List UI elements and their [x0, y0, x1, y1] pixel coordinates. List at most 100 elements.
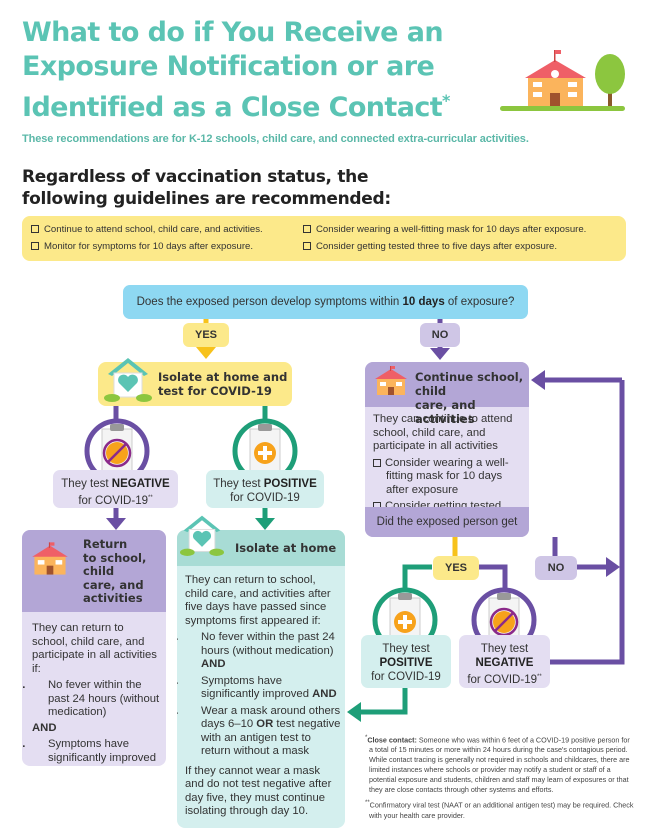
item-bold: OR: [256, 718, 274, 730]
footnote-mark: **: [537, 674, 542, 680]
question-bold: 10 days: [402, 296, 445, 308]
item-text: No fever within the past 24 hours (witho…: [201, 631, 335, 657]
continue-school-card: Continue school, child care, and activit…: [365, 362, 529, 537]
result-bold: POSITIVE: [263, 478, 317, 490]
continue-title-line-1: Continue school, child: [415, 370, 524, 398]
confirmatory-test-footnote: **Confirmatory viral test (NAAT or an ad…: [365, 798, 635, 820]
return-title-line: to school,: [83, 550, 147, 565]
result-prefix: They test: [61, 478, 112, 490]
return-intro: They can return to school, child care, a…: [32, 622, 157, 675]
return-item: 2. Symptoms have significantly improved: [22, 738, 160, 765]
left-positive-line-2: for COVID-19: [230, 492, 300, 504]
school-icon: [32, 542, 68, 575]
tested-question: Did the exposed person get tested?: [365, 507, 529, 537]
item-number: 2.: [22, 738, 26, 750]
isolate-and-test-line-2: test for COVID-19: [158, 384, 272, 398]
isolate-item: 3.Wear a mask around others days 6–10 OR…: [177, 704, 341, 759]
item-text: Symptoms have significantly improved: [48, 738, 156, 764]
school-icon: [375, 366, 407, 395]
continue-title-line-2: care, and activities: [415, 398, 476, 426]
isolate-and-test-line-1: Isolate at home and: [158, 370, 288, 384]
close-contact-footnote: *Close contact: Someone who was within 6…: [365, 733, 635, 795]
home-heart-icon: [180, 515, 224, 556]
result-suffix: for COVID-19: [467, 673, 537, 686]
checkbox-icon: [373, 458, 381, 467]
return-to-school-card: Return to school, child care, and activi…: [22, 530, 166, 766]
continue-item: Consider wearing a well-fitting mask for…: [373, 457, 523, 498]
left-negative-line-1: They test NEGATIVE: [53, 477, 178, 491]
guideline-text: Monitor for symptoms for 10 days after e…: [44, 241, 254, 252]
close-contact-text: Someone who was within 6 feet of a COVID…: [369, 735, 630, 795]
footnotes: *Close contact: Someone who was within 6…: [365, 733, 635, 824]
isolate-card-body: They can return to school, child care, a…: [177, 574, 341, 819]
guidelines-heading: Regardless of vaccination status, the fo…: [22, 166, 391, 210]
return-title-line: care, and: [83, 577, 144, 592]
return-item: 1. No fever within the past 24 hours (wit…: [22, 679, 160, 720]
checkbox-icon: [303, 242, 311, 250]
left-positive-result: They test POSITIVE for COVID-19: [206, 470, 324, 508]
item-text-end: test negative with an antigen test to re…: [201, 718, 341, 757]
return-card-title: Return to school, child care, and activi…: [83, 537, 147, 606]
footnote-mark: **: [365, 800, 370, 807]
tested-yes-pill: YES: [433, 556, 479, 580]
guideline-text: Consider getting tested three to five da…: [316, 241, 558, 252]
item-text: Wear a mask around others days 6–10: [201, 704, 341, 731]
item-number: 1.: [177, 631, 201, 645]
right-positive-result: They test POSITIVE for COVID-19: [361, 635, 451, 688]
isolate-item: 2.Symptoms have significantly improved A…: [177, 674, 341, 702]
question-text: Does the exposed person develop symptoms…: [136, 296, 403, 308]
checkbox-icon: [31, 242, 39, 250]
result-bold: NEGATIVE: [111, 478, 170, 490]
title-asterisk: *: [442, 91, 450, 110]
item-number: 3.: [177, 705, 201, 719]
footnote-mark: **: [148, 495, 153, 501]
home-heart-icon: [104, 358, 152, 402]
isolate-and-test-box: Isolate at home and test for COVID-19: [98, 358, 292, 406]
close-contact-label: Close contact:: [367, 735, 417, 745]
right-negative-result: They test NEGATIVE for COVID-19**: [459, 635, 550, 688]
result-bold: POSITIVE: [379, 657, 433, 669]
tested-no-pill: NO: [535, 556, 577, 580]
return-card-header: Return to school, child care, and activi…: [22, 530, 166, 612]
continue-item-text: Consider wearing a well-fitting mask for…: [385, 456, 509, 496]
subtitle: These recommendations are for K-12 schoo…: [22, 133, 529, 145]
item-number: 1.: [22, 679, 26, 691]
guideline-item: Continue to attend school, child care, a…: [31, 224, 263, 235]
guideline-text: Continue to attend school, child care, a…: [44, 224, 263, 235]
guideline-item: Consider getting tested three to five da…: [303, 241, 557, 252]
result-prefix: They test: [382, 643, 430, 655]
result-suffix: for COVID-19: [371, 671, 441, 683]
isolate-item: 1.No fever within the past 24 hours (wit…: [177, 631, 341, 672]
continue-intro: They can continue to attend school, chil…: [373, 413, 513, 452]
item-text: Symptoms have significantly improved: [201, 674, 313, 701]
result-prefix: They test: [213, 478, 264, 490]
item-text: No fever within the past 24 hours (witho…: [48, 679, 160, 718]
title-line-2: Exposure Notification or are: [22, 51, 435, 82]
item-bold: AND: [312, 688, 337, 700]
left-negative-result: They test NEGATIVE for COVID-19**: [53, 470, 178, 508]
return-card-body: They can return to school, child care, a…: [22, 622, 160, 765]
return-title-line: activities: [83, 591, 143, 605]
return-title-line: Return: [83, 537, 128, 551]
result-bold: NEGATIVE: [475, 657, 534, 669]
symptoms-question: Does the exposed person develop symptoms…: [123, 285, 528, 319]
checkbox-icon: [303, 225, 311, 233]
item-number: 2.: [177, 675, 201, 689]
school-tree-illustration-icon: [500, 50, 625, 111]
result-prefix: They test: [480, 643, 529, 655]
left-positive-line-1: They test POSITIVE: [206, 477, 324, 491]
and-label: AND: [32, 721, 57, 734]
guideline-item: Consider wearing a well-fitting mask for…: [303, 224, 586, 235]
isolate-card-title: Isolate at home: [235, 541, 337, 555]
checkbox-icon: [31, 225, 39, 233]
title-line-1: What to do if You Receive an: [22, 17, 444, 48]
result-suffix: for COVID-19: [78, 494, 148, 507]
isolate-at-home-card: Isolate at home They can return to schoo…: [177, 530, 345, 828]
no-pill: NO: [420, 323, 460, 347]
left-negative-line-2: for COVID-19**: [53, 491, 178, 508]
negative-test-clipboard-icon: [84, 418, 150, 484]
continue-card-header: Continue school, child care, and activit…: [365, 362, 529, 426]
page-title: What to do if You Receive an Exposure No…: [22, 16, 492, 125]
return-title-line: child: [83, 564, 115, 578]
guidelines-heading-line-1: Regardless of vaccination status, the: [22, 167, 369, 187]
